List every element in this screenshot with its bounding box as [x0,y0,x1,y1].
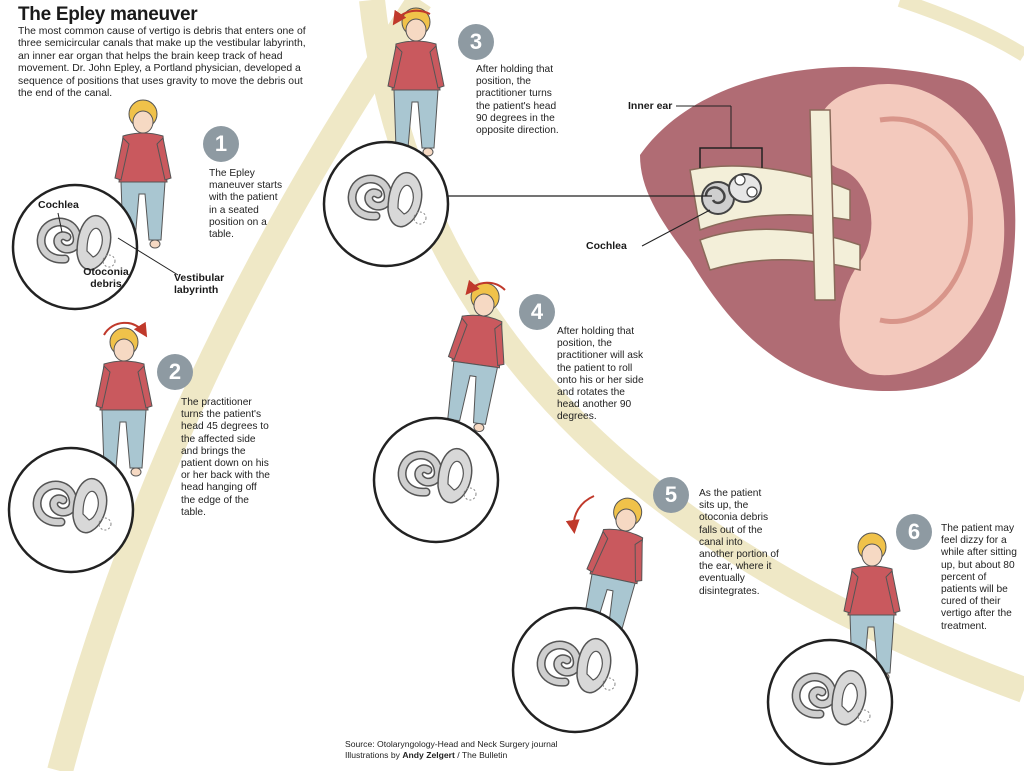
page-title: The Epley maneuver [18,4,198,25]
label-otoconia: Otoconia debris [83,266,129,290]
ear-cross-section [445,66,1016,392]
patient-figure-2 [95,327,153,477]
step-badge-3: 3 [458,24,494,60]
step-text-1: The Epley maneuver starts with the patie… [209,168,283,241]
step-text-4: After holding that position, the practit… [557,326,644,423]
source-line: Source: Otolaryngology-Head and Neck Sur… [345,739,558,749]
label-cochlea-ear: Cochlea [586,240,627,252]
step-badge-5: 5 [653,477,689,513]
step-text-5: As the patient sits up, the otoconia deb… [699,488,779,597]
ear-detail-circle-6 [768,640,892,764]
step-text-2: The practitioner turns the patient's hea… [181,397,270,518]
rotation-arrow-2 [103,321,148,338]
rotation-arrow-3 [392,9,431,26]
ear-detail-circle-5 [513,608,637,732]
label-vestibular: Vestibular labyrinth [174,272,225,296]
credit-prefix: Illustrations by [345,750,403,760]
ear-detail-circle-4 [374,418,498,542]
step-badge-2: 2 [157,354,193,390]
step-text-3: After holding that position, the practit… [476,64,559,137]
rotation-arrow-5 [565,495,595,534]
background-arcs [47,0,1024,771]
patient-figure-4 [438,278,516,435]
vestibular-leader [117,237,179,276]
cochlea-leader [57,212,63,233]
label-cochlea: Cochlea [38,199,79,211]
credit-line: Illustrations by Andy Zelgert / The Bull… [345,750,558,761]
source-credit: Source: Otolaryngology-Head and Neck Sur… [345,739,558,761]
step-text-6: The patient may feel dizzy for a while a… [941,523,1017,632]
illustrator-name: Andy Zelgert [402,750,455,760]
credit-suffix: / The Bulletin [454,750,508,760]
step-badge-4: 4 [519,294,555,330]
ear-detail-circle-2 [9,448,133,572]
step-badge-6: 6 [896,514,932,550]
ear-detail-circle-3 [324,142,448,266]
rotation-arrow-4 [465,279,506,296]
intro-text: The most common cause of vertigo is debr… [18,26,306,100]
label-inner-ear: Inner ear [628,100,673,112]
step-badge-1: 1 [203,126,239,162]
